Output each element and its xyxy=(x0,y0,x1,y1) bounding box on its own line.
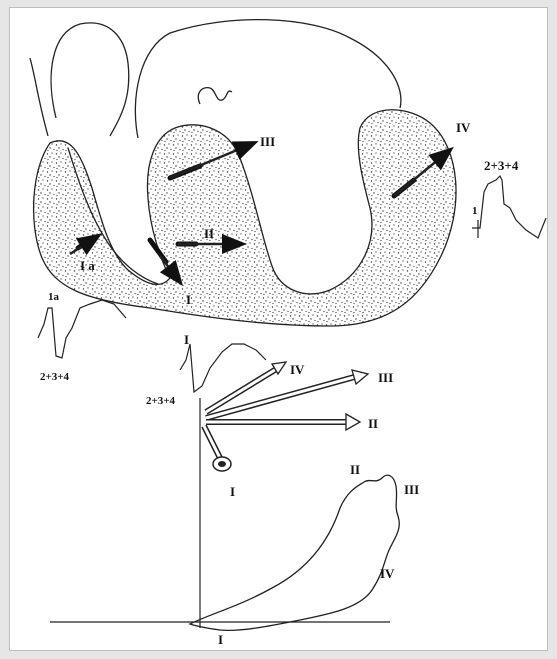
label-arrow-III: III xyxy=(378,370,393,385)
label-loop-III: III xyxy=(404,482,419,497)
label-ecg-mid-top: I xyxy=(184,332,189,347)
label-IV-wall: IV xyxy=(456,120,471,135)
heart-vector-diagram: I a I II III IV 2+3+4 1 1a 2+3+4 I 2+3+4 xyxy=(10,8,548,651)
vectorcardiogram-loop xyxy=(190,475,399,630)
aortic-notch xyxy=(198,88,232,104)
label-vector-origin: 2+3+4 xyxy=(146,395,176,407)
label-III-wall: III xyxy=(260,134,275,149)
label-ecg-left-bottom: 2+3+4 xyxy=(40,371,70,383)
vector-I xyxy=(204,426,231,471)
label-loop-IV: IV xyxy=(380,566,395,581)
atria-outline xyxy=(51,23,129,136)
label-loop-II: II xyxy=(350,462,360,477)
vector-II xyxy=(206,414,360,430)
label-arrow-I: I xyxy=(230,484,235,499)
label-loop-I: I xyxy=(218,632,223,647)
ecg-trace-left xyxy=(38,300,126,358)
label-arrow-II: II xyxy=(368,416,378,431)
label-ecg-right-small: 1 xyxy=(472,205,478,217)
ventricular-wall xyxy=(34,110,456,326)
label-arrow-IV: IV xyxy=(290,362,305,377)
label-II-wall: II xyxy=(204,226,214,241)
figure-panel: I a I II III IV 2+3+4 1 1a 2+3+4 I 2+3+4 xyxy=(9,7,548,651)
left-atrial-edge xyxy=(30,58,48,136)
label-ecg-right-top: 2+3+4 xyxy=(484,158,519,173)
ecg-trace-right xyxy=(472,176,546,238)
label-I-wall: I xyxy=(186,292,191,307)
label-ecg-left-top: 1a xyxy=(48,291,60,303)
upper-heart-outline xyxy=(135,20,401,138)
label-Ia: I a xyxy=(80,258,95,273)
